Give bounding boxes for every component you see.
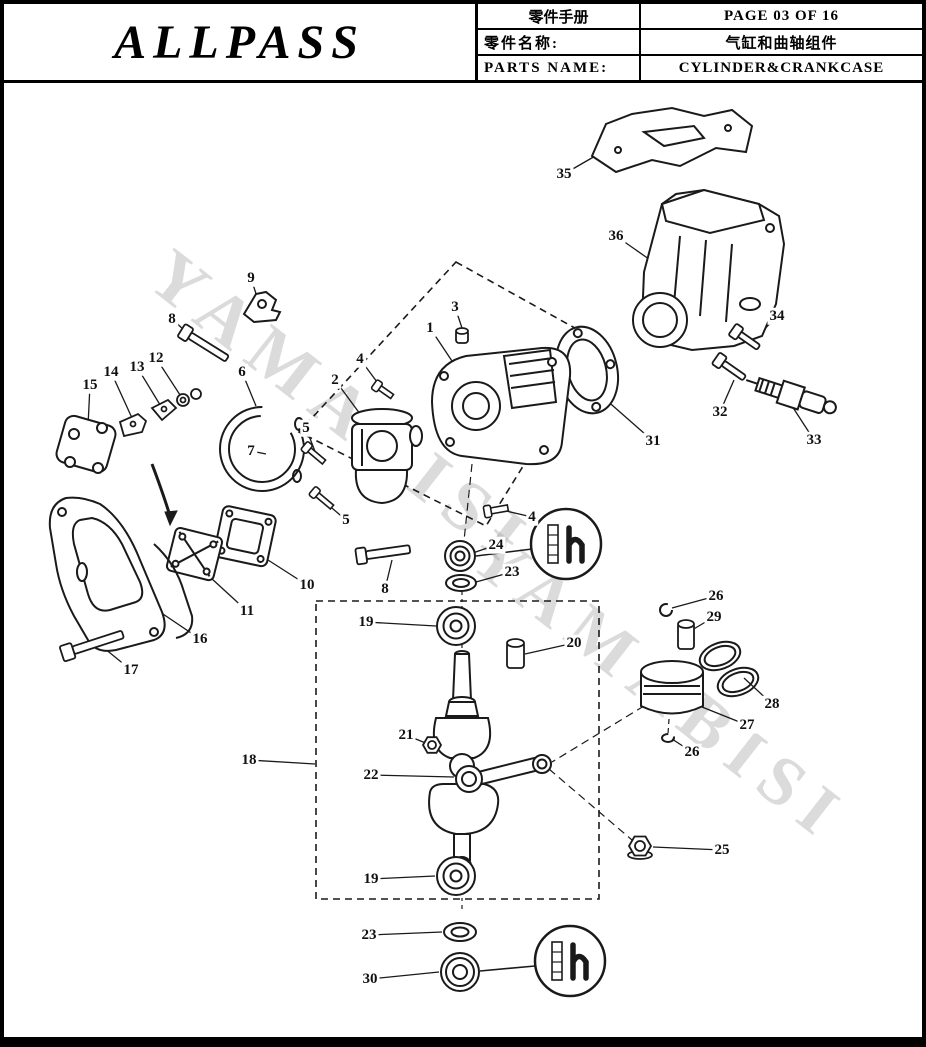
header-row-1: 零件手册 PAGE 03 OF 16 xyxy=(478,4,922,30)
part-25-nut xyxy=(627,835,653,860)
brand-logo: ALLPASS xyxy=(4,4,478,80)
part-19-bearing-upper xyxy=(436,606,476,646)
part-35-head-gasket xyxy=(590,106,754,174)
part-24-bearing xyxy=(444,540,476,572)
part-17-bolt xyxy=(59,630,125,663)
part-2-carburetor xyxy=(351,408,423,505)
page-indicator: PAGE 03 OF 16 xyxy=(723,7,840,24)
part-8-bolt-center xyxy=(354,544,411,566)
header-info-table: 零件手册 PAGE 03 OF 16 零件名称: 气缸和曲轴组件 PARTS N… xyxy=(478,4,922,80)
part-name-en: CYLINDER&CRANKCASE xyxy=(678,59,885,76)
part-15-plate xyxy=(55,414,117,474)
part-29-piston-pin xyxy=(677,619,695,650)
part-crankshaft xyxy=(428,650,500,876)
part-1-cylinder-block xyxy=(430,346,572,466)
part-5-screw-upper xyxy=(300,441,327,466)
manual-title: 零件手册 xyxy=(478,4,641,28)
part-name-label-cn: 零件名称: xyxy=(478,30,641,54)
part-10-plate xyxy=(213,505,277,568)
part-26-circlip-upper xyxy=(659,603,673,617)
part-22-connecting-rod xyxy=(455,754,552,793)
part-11-mount-block xyxy=(165,526,224,582)
page-header: ALLPASS 零件手册 PAGE 03 OF 16 零件名称: 气缸和曲轴组件… xyxy=(4,4,922,83)
part-14-clamp xyxy=(118,412,148,438)
part-3-plug xyxy=(455,327,469,344)
part-21-nut xyxy=(421,736,443,754)
part-23-washer-upper xyxy=(445,574,477,592)
part-6-guide-ring xyxy=(219,406,305,492)
part-12-washer xyxy=(176,388,202,407)
part-23-washer-lower xyxy=(443,922,477,942)
header-row-3: PARTS NAME: CYLINDER&CRANKCASE xyxy=(478,56,922,80)
exploded-diagram: YAMABISI YAMABISI xyxy=(48,106,862,998)
part-30-oil-seal xyxy=(440,952,480,992)
part-20-pin xyxy=(506,638,525,669)
part-31-gasket xyxy=(555,325,619,415)
part-34-bolt xyxy=(728,323,761,351)
part-name-label-en: PARTS NAME: xyxy=(478,56,641,80)
part-16-bracket xyxy=(48,496,194,652)
header-row-2: 零件名称: 气缸和曲轴组件 xyxy=(478,30,922,56)
part-28-piston-rings xyxy=(698,640,760,698)
part-8-bolt-upper xyxy=(177,323,230,362)
part-32-bolt xyxy=(711,352,747,381)
part-19-bearing-lower xyxy=(436,856,476,896)
part-33-spark-plug xyxy=(745,376,837,415)
bearing-detail-inset-upper xyxy=(475,507,603,581)
assembly-arrow xyxy=(150,463,178,527)
part-26-circlip-lower xyxy=(661,733,675,743)
part-9-bracket xyxy=(242,290,282,324)
part-13-clip xyxy=(150,398,178,422)
part-4-bolt-lower xyxy=(482,504,510,519)
part-5-screw-lower xyxy=(308,486,335,511)
part-4-bolt-upper xyxy=(370,379,395,400)
part-27-piston xyxy=(640,660,704,715)
part-36-crankcase xyxy=(632,188,786,352)
bearing-detail-inset-lower xyxy=(479,924,607,998)
part-name-cn: 气缸和曲轴组件 xyxy=(725,35,838,52)
construction-lines xyxy=(297,260,670,909)
